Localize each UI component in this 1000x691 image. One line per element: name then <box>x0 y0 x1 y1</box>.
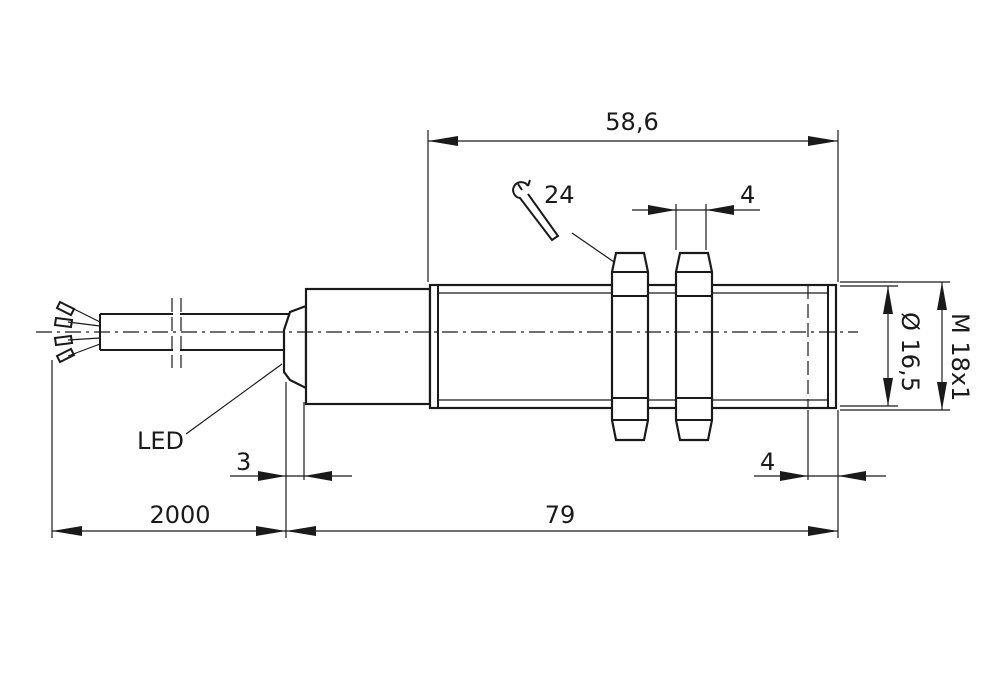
dim-label-diameter: Ø 16,5 <box>896 312 924 392</box>
dim-wrench: 24 <box>512 179 615 263</box>
led-label: LED <box>137 427 184 455</box>
dim-thread-end: 4 <box>754 448 886 481</box>
nut-right <box>674 251 714 442</box>
dim-diameter: Ø 16,5 <box>883 286 924 406</box>
dim-label-2000: 2000 <box>149 501 210 529</box>
dim-nut-thickness: 4 <box>632 181 760 215</box>
extension-lines <box>51 130 950 538</box>
dim-thread: M 18x1 <box>937 282 974 410</box>
cable <box>99 298 290 368</box>
dim-label-24: 24 <box>544 181 575 209</box>
dim-label-79: 79 <box>545 501 576 529</box>
dim-thread-length: 58,6 <box>428 108 838 146</box>
nut-left <box>610 251 650 442</box>
dim-cable-length: 2000 <box>52 501 286 536</box>
wires <box>53 300 101 364</box>
wrench-icon <box>512 179 560 242</box>
dim-label-nut-4: 4 <box>740 181 755 209</box>
led-callout: LED <box>137 363 283 455</box>
dim-label-end-4: 4 <box>760 448 775 476</box>
dim-label-58-6: 58,6 <box>605 108 658 136</box>
dim-label-thread: M 18x1 <box>946 313 974 401</box>
dim-total-length: 79 <box>286 501 838 536</box>
sensor-body <box>282 283 838 410</box>
dim-label-3: 3 <box>236 448 251 476</box>
dim-led-offset: 3 <box>230 448 352 481</box>
